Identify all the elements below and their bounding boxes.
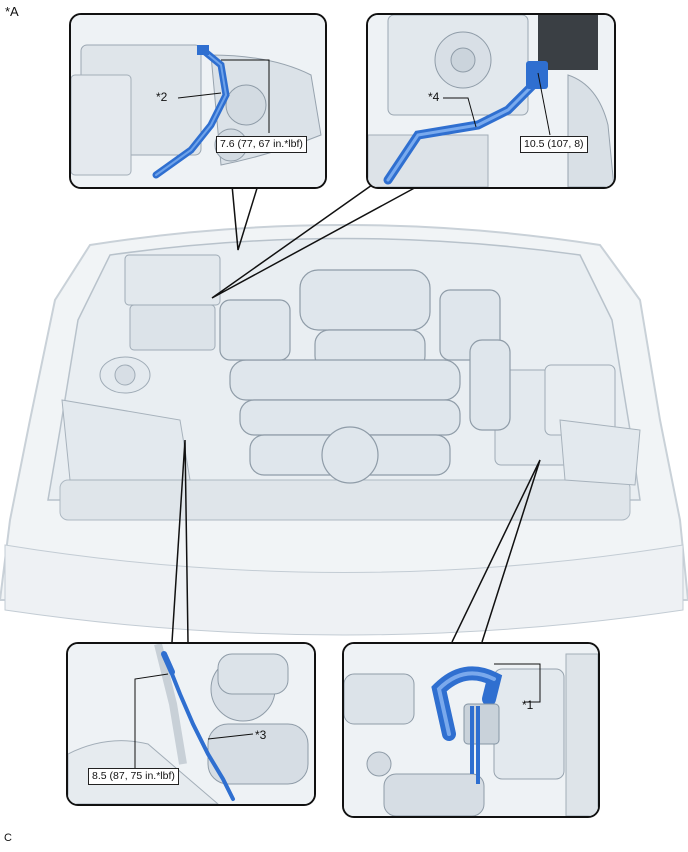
callout-4-torque: 10.5 (107, 8) [520, 136, 588, 153]
callout-panel-3: *3 8.5 (87, 75 in.*lbf) [66, 642, 316, 806]
callout-panel-1: *1 [342, 642, 600, 818]
callout-4-illustration [368, 15, 614, 187]
callout-2-illustration [71, 15, 325, 187]
footer-code: C [4, 832, 12, 844]
callout-1-illustration [344, 644, 598, 816]
callout-panel-2: *2 7.6 (77, 67 in.*lbf) [69, 13, 327, 189]
callout-3-illustration [68, 644, 314, 804]
callout-4-id: *4 [428, 90, 440, 104]
figure-label: *A [5, 4, 19, 19]
callout-1-id: *1 [522, 698, 534, 712]
callout-3-torque: 8.5 (87, 75 in.*lbf) [88, 768, 179, 785]
callout-2-torque: 7.6 (77, 67 in.*lbf) [216, 136, 307, 153]
callout-2-id: *2 [156, 90, 168, 104]
callout-panel-4: *4 10.5 (107, 8) [366, 13, 616, 189]
callout-3-id: *3 [255, 728, 267, 742]
